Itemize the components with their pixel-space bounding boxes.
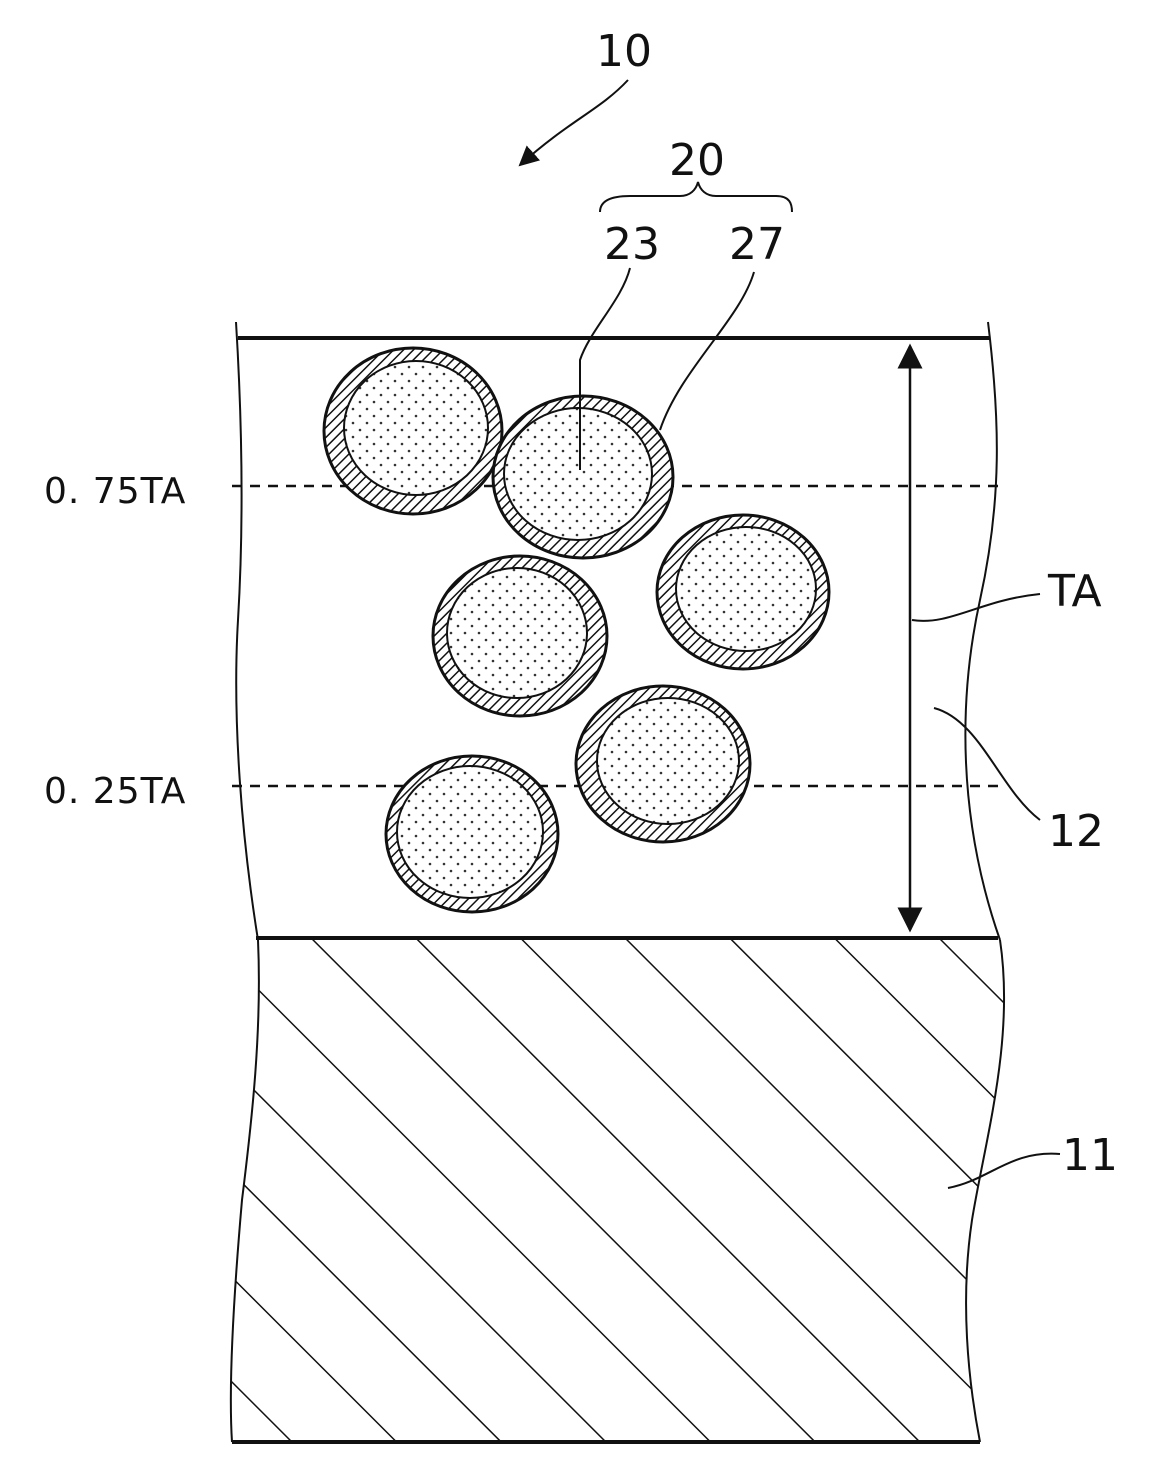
- substrate-11: [231, 940, 1004, 1442]
- leader-10: [520, 80, 628, 165]
- label-ta: TA: [1047, 566, 1102, 617]
- particle: [493, 396, 673, 558]
- label-27: 27: [729, 219, 785, 270]
- label-23: 23: [604, 219, 660, 270]
- particle: [576, 686, 750, 842]
- particle: [433, 556, 607, 716]
- label-20: 20: [669, 135, 725, 186]
- label-12: 12: [1048, 806, 1104, 857]
- leader-27: [660, 272, 754, 430]
- brace-20: [600, 182, 792, 212]
- label-level-upper: 0. 75TA: [44, 471, 186, 512]
- label-10: 10: [596, 26, 652, 77]
- particle: [657, 515, 829, 669]
- label-11: 11: [1062, 1130, 1118, 1181]
- particle: [324, 348, 502, 514]
- particles: [324, 348, 829, 912]
- leader-12: [934, 708, 1040, 820]
- particle: [386, 756, 558, 912]
- label-level-lower: 0. 25TA: [44, 771, 186, 812]
